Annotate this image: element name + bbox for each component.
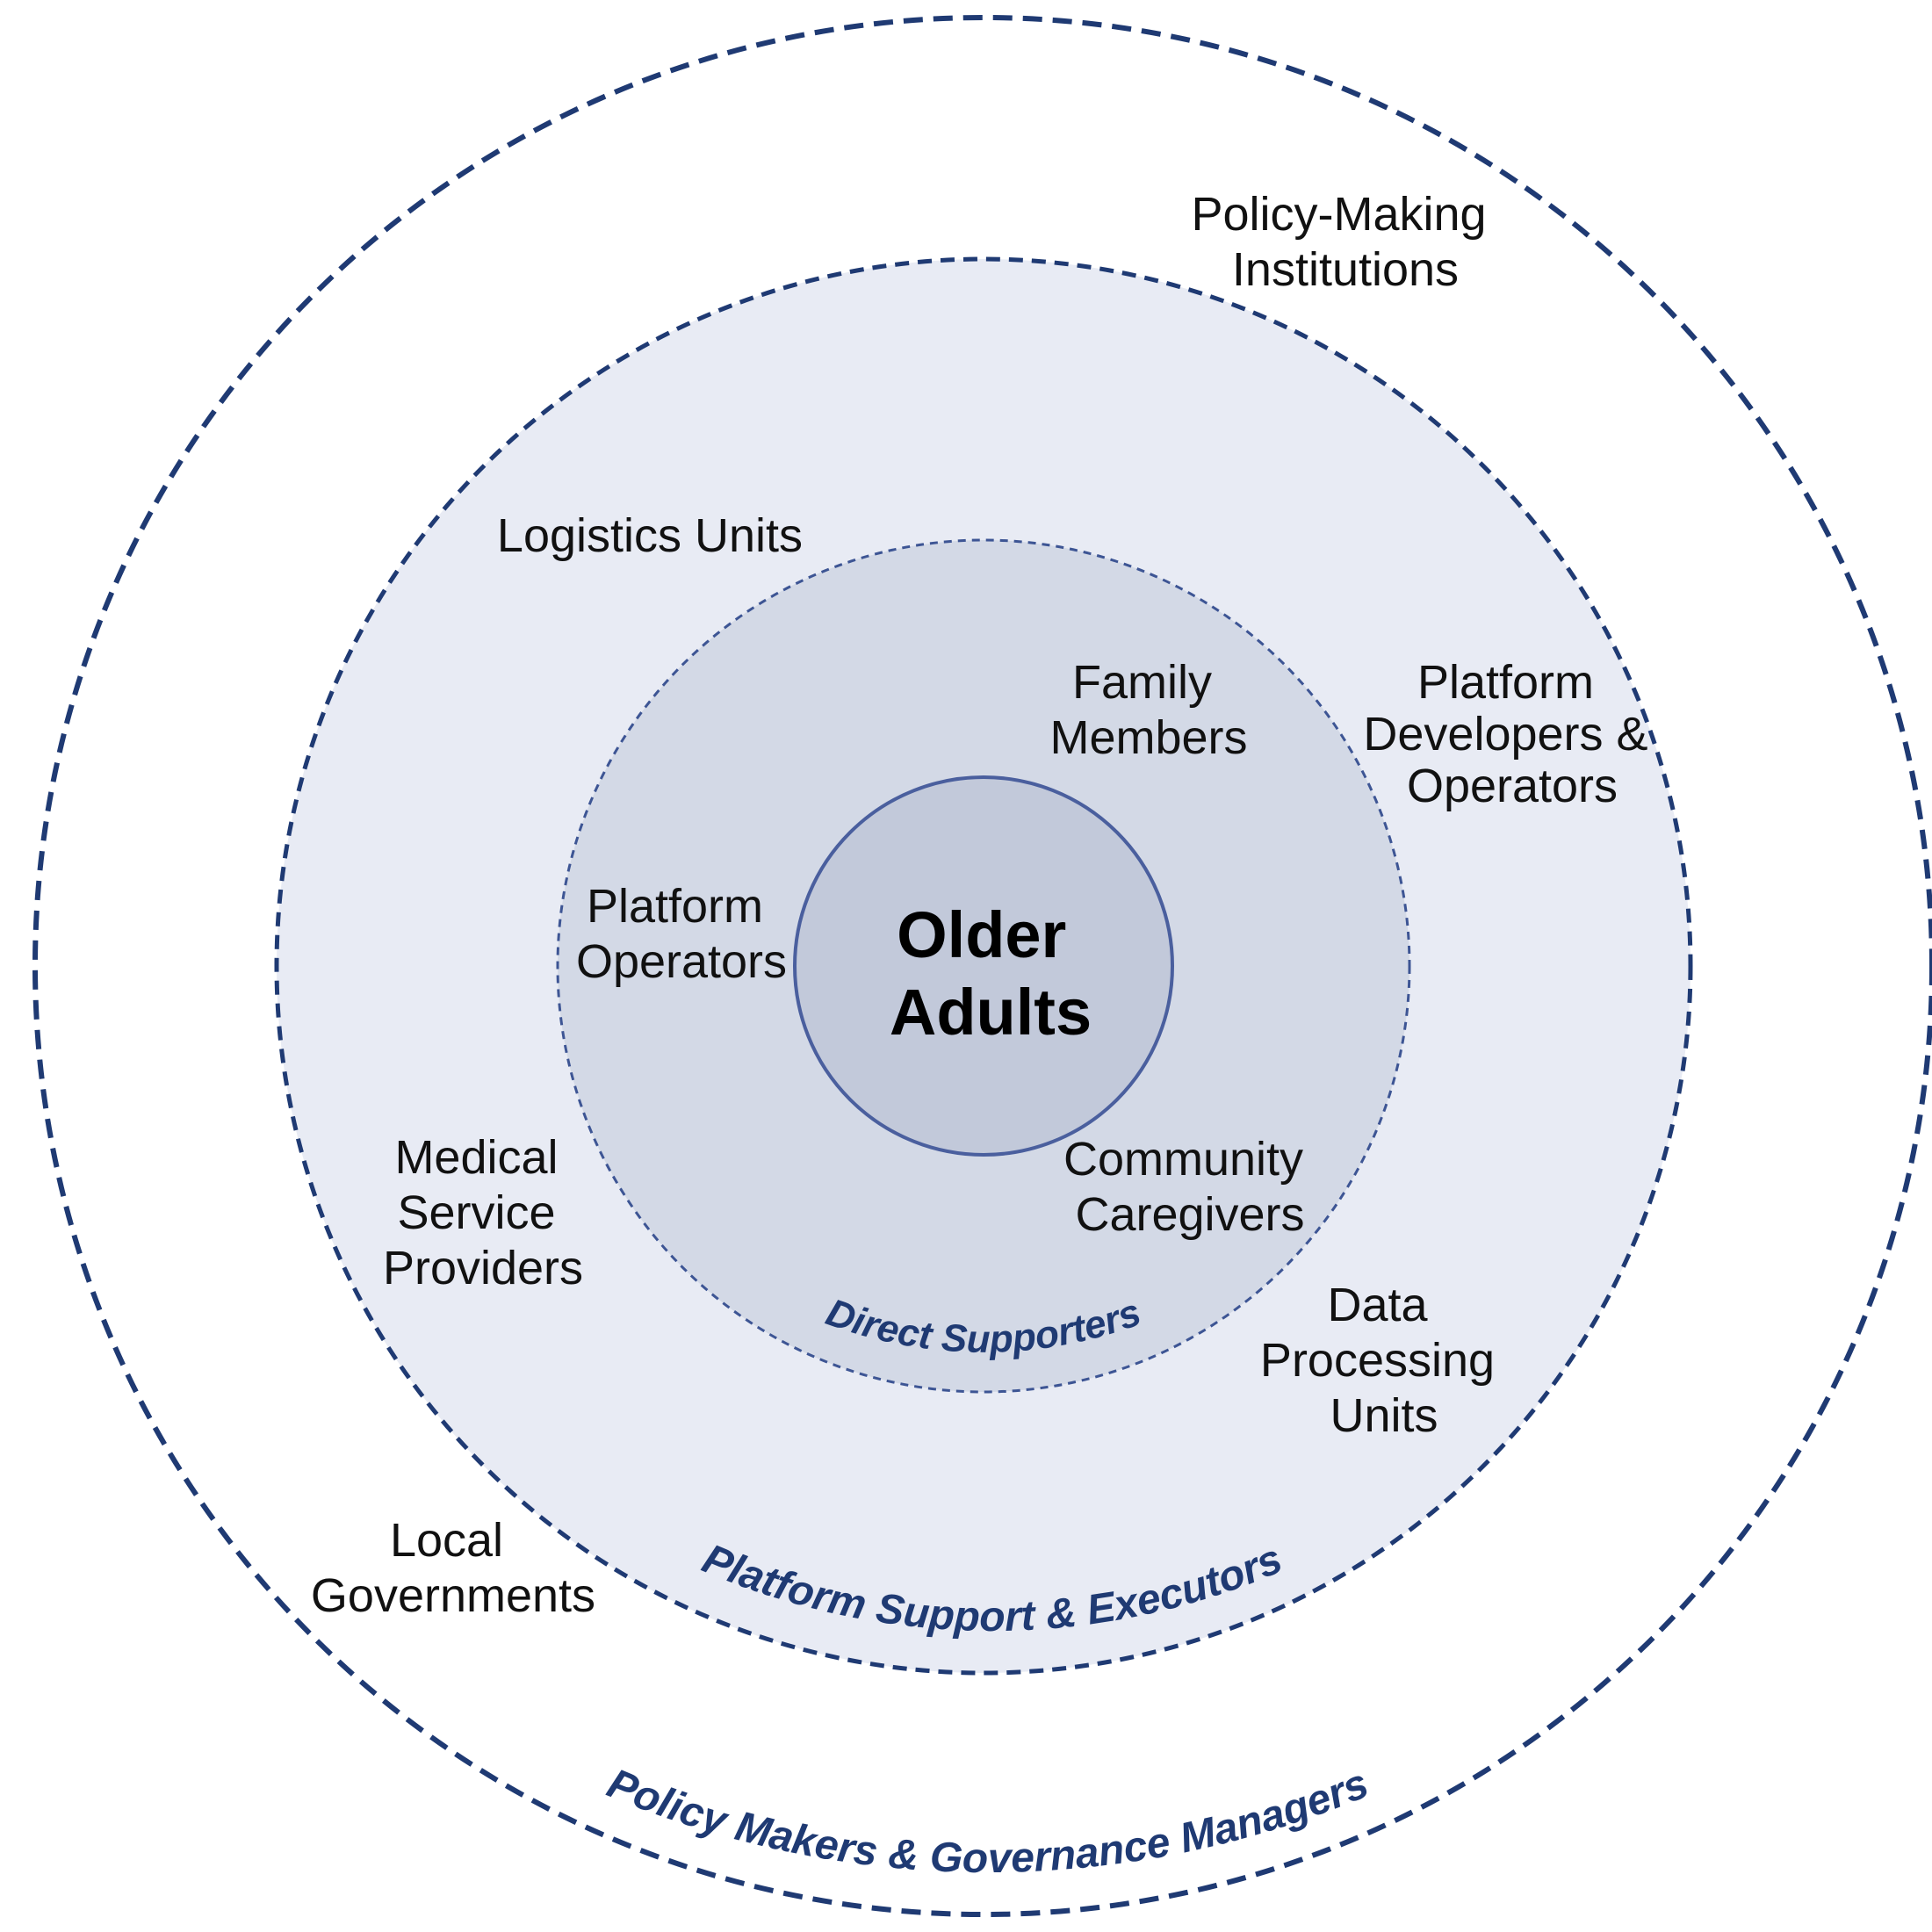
policy-making-institutions-label: Policy-Making Institutions (1191, 188, 1499, 296)
data-processing-units-label: Data Processing Units (1260, 1279, 1508, 1442)
platform-developers-label: Platform Developers & Operators (1363, 656, 1661, 812)
core-circle (793, 775, 1174, 1157)
medical-service-providers-label: Medical Service Providers (383, 1131, 583, 1294)
community-caregivers-label: Community Caregivers (1063, 1133, 1316, 1241)
family-members-label: Family Members (1049, 656, 1247, 764)
logistics-units-label: Logistics Units (497, 509, 803, 562)
core-label: Older Adults (890, 898, 1092, 1049)
local-governments-label: Local Governments (311, 1514, 595, 1622)
platform-operators-label: Platform Operators (576, 880, 787, 988)
